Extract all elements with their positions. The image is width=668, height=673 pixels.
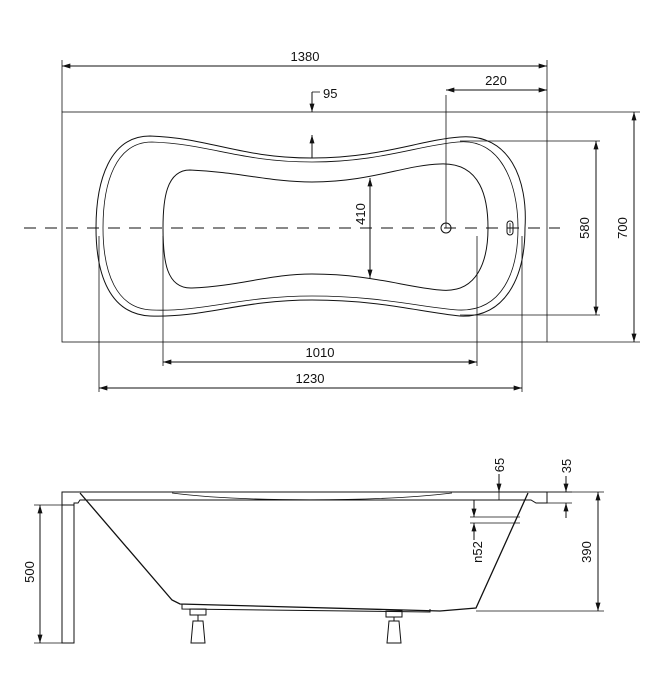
dim-basin-length: 1230: [98, 236, 523, 392]
label-700: 700: [615, 217, 630, 239]
side-left-panel: [61, 505, 75, 644]
label-35: 35: [559, 459, 574, 473]
label-95: 95: [323, 86, 337, 101]
drain-icon: [440, 95, 452, 234]
label-1230: 1230: [296, 371, 325, 386]
overflow-icon: [506, 220, 514, 236]
label-65: 65: [492, 458, 507, 472]
dim-depth: 390: [476, 491, 604, 612]
label-n52: n52: [470, 541, 485, 563]
dim-total-height: 500: [22, 504, 62, 644]
foot-right-icon: [385, 610, 403, 644]
dim-overall-width: 700: [547, 111, 640, 343]
label-390: 390: [579, 541, 594, 563]
dim-35: 35: [547, 459, 574, 518]
dim-rim-offset: 95: [309, 86, 337, 158]
label-500: 500: [22, 561, 37, 583]
dim-overall-length: 1380: [61, 49, 548, 112]
label-580: 580: [577, 217, 592, 239]
basin-floor-outline: [162, 163, 489, 291]
dim-inner-length: 1010: [162, 236, 478, 366]
foot-left-icon: [189, 608, 207, 644]
side-base-rail: [181, 604, 431, 613]
side-tub-body: [79, 492, 529, 612]
dim-drain-offset: 220: [446, 73, 548, 93]
top-view: 1380 220 95 410 580: [24, 49, 640, 392]
label-220: 220: [485, 73, 507, 88]
side-inner-curve: [171, 492, 453, 501]
label-1010: 1010: [306, 345, 335, 360]
dim-65: 65: [492, 458, 507, 500]
basin-inner-rim: [102, 141, 519, 311]
basin-outline: [95, 135, 526, 317]
tub-outer-rim: [61, 111, 548, 343]
label-1380: 1380: [291, 49, 320, 64]
dim-basin-width: 580: [460, 140, 600, 316]
dim-overflow: n52: [470, 500, 485, 563]
dim-inner-width: 410: [353, 177, 373, 278]
side-rim: [61, 491, 548, 506]
side-view: 65 35 n52 390 500: [22, 458, 604, 644]
label-410: 410: [353, 203, 368, 225]
